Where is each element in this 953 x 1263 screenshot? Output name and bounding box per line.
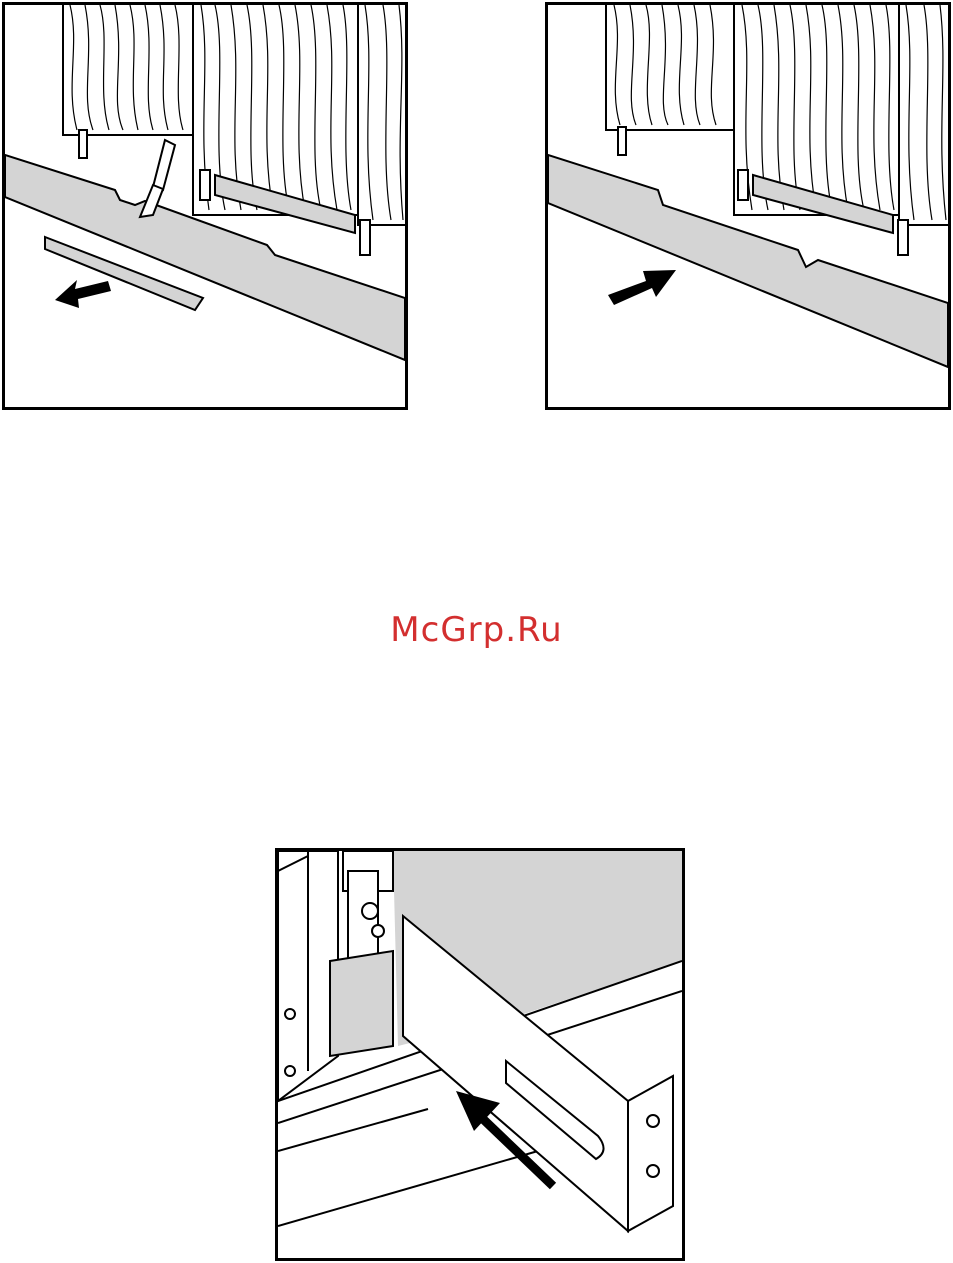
- door-hinge: [330, 851, 393, 1056]
- figure-1-illustration: [5, 5, 405, 407]
- watermark-text: McGrp.Ru: [0, 610, 953, 650]
- putty-knife-tool: [140, 140, 175, 217]
- figure-3-plinth-bracket-insertion: [275, 848, 685, 1261]
- figure-1-plinth-removal: [2, 2, 408, 410]
- arrow-left-icon: [55, 280, 111, 308]
- arrow-right-icon: [608, 270, 676, 305]
- figure-2-illustration: [548, 5, 948, 407]
- figure-2-plinth-fitting: [545, 2, 951, 410]
- figure-3-illustration: [278, 851, 682, 1258]
